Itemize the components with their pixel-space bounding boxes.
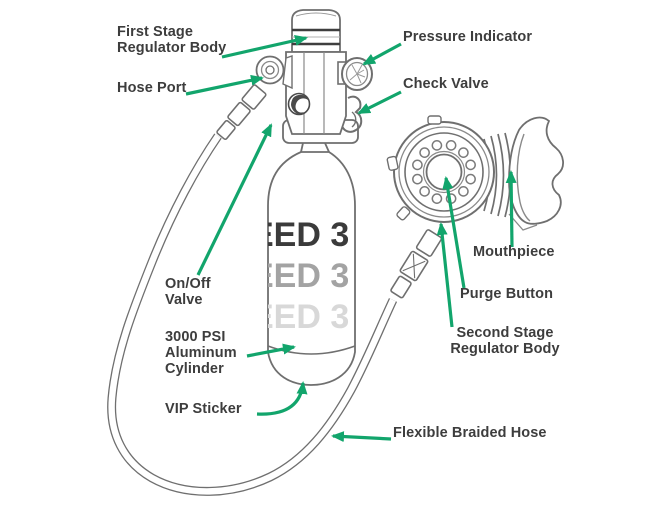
first-stage-cap (291, 9, 341, 53)
label-on-off-valve: On/Off Valve (165, 276, 211, 308)
on-off-valve-drawing (216, 84, 267, 140)
label-flexible-braided-hose: Flexible Braided Hose (393, 425, 547, 441)
hose-port-drawing (255, 55, 293, 90)
first-stage-body (285, 51, 347, 135)
aluminum-cylinder-drawing (267, 142, 356, 386)
label-first-stage-regulator-body: First Stage Regulator Body (117, 24, 227, 56)
arrow-first-stage (221, 35, 308, 59)
flexible-braided-hose-drawing (107, 133, 398, 496)
label-second-stage-regulator-body: Second Stage Regulator Body (450, 325, 560, 357)
second-stage-vent-holes (412, 140, 476, 204)
cylinder-marking-text: EED 3 EED 3 EED 3 (251, 216, 349, 336)
cylinder-marking-row1: EED 3 (251, 216, 349, 254)
arrow-check-valve (357, 90, 402, 115)
arrow-hose-port (185, 74, 264, 96)
arrow-on-off-valve (196, 123, 273, 276)
check-valve-drawing (341, 95, 363, 133)
arrow-second-stage (436, 222, 454, 328)
label-check-valve: Check Valve (403, 76, 489, 92)
arrow-purge-button (442, 176, 466, 289)
brand-emblem-icon (287, 92, 311, 116)
label-purge-button: Purge Button (460, 286, 554, 302)
label-hose-port: Hose Port (117, 80, 187, 96)
label-pressure-indicator: Pressure Indicator (403, 29, 533, 45)
label-mouthpiece: Mouthpiece (473, 244, 555, 260)
arrow-mouthpiece (505, 170, 517, 248)
cylinder-marking-row2: EED 3 (251, 257, 349, 295)
first-stage-regulator-drawing (216, 9, 373, 144)
label-3000-psi-aluminum-cylinder: 3000 PSI Aluminum Cylinder (165, 329, 237, 377)
callout-arrows (185, 35, 517, 443)
purge-button-drawing (422, 150, 466, 194)
arrow-pressure-indicator (362, 42, 402, 66)
mouthpiece-drawing (508, 116, 564, 231)
second-stage-regulator-drawing (386, 115, 564, 299)
pressure-indicator-drawing (337, 57, 373, 91)
label-vip-sticker: VIP Sticker (165, 401, 242, 417)
cylinder-marking-row3: EED 3 (251, 298, 349, 336)
arrow-cylinder (246, 343, 296, 358)
arrow-vip-sticker (256, 381, 308, 416)
second-stage-hose-fitting (390, 229, 443, 299)
arrow-flexible-hose (331, 431, 392, 443)
